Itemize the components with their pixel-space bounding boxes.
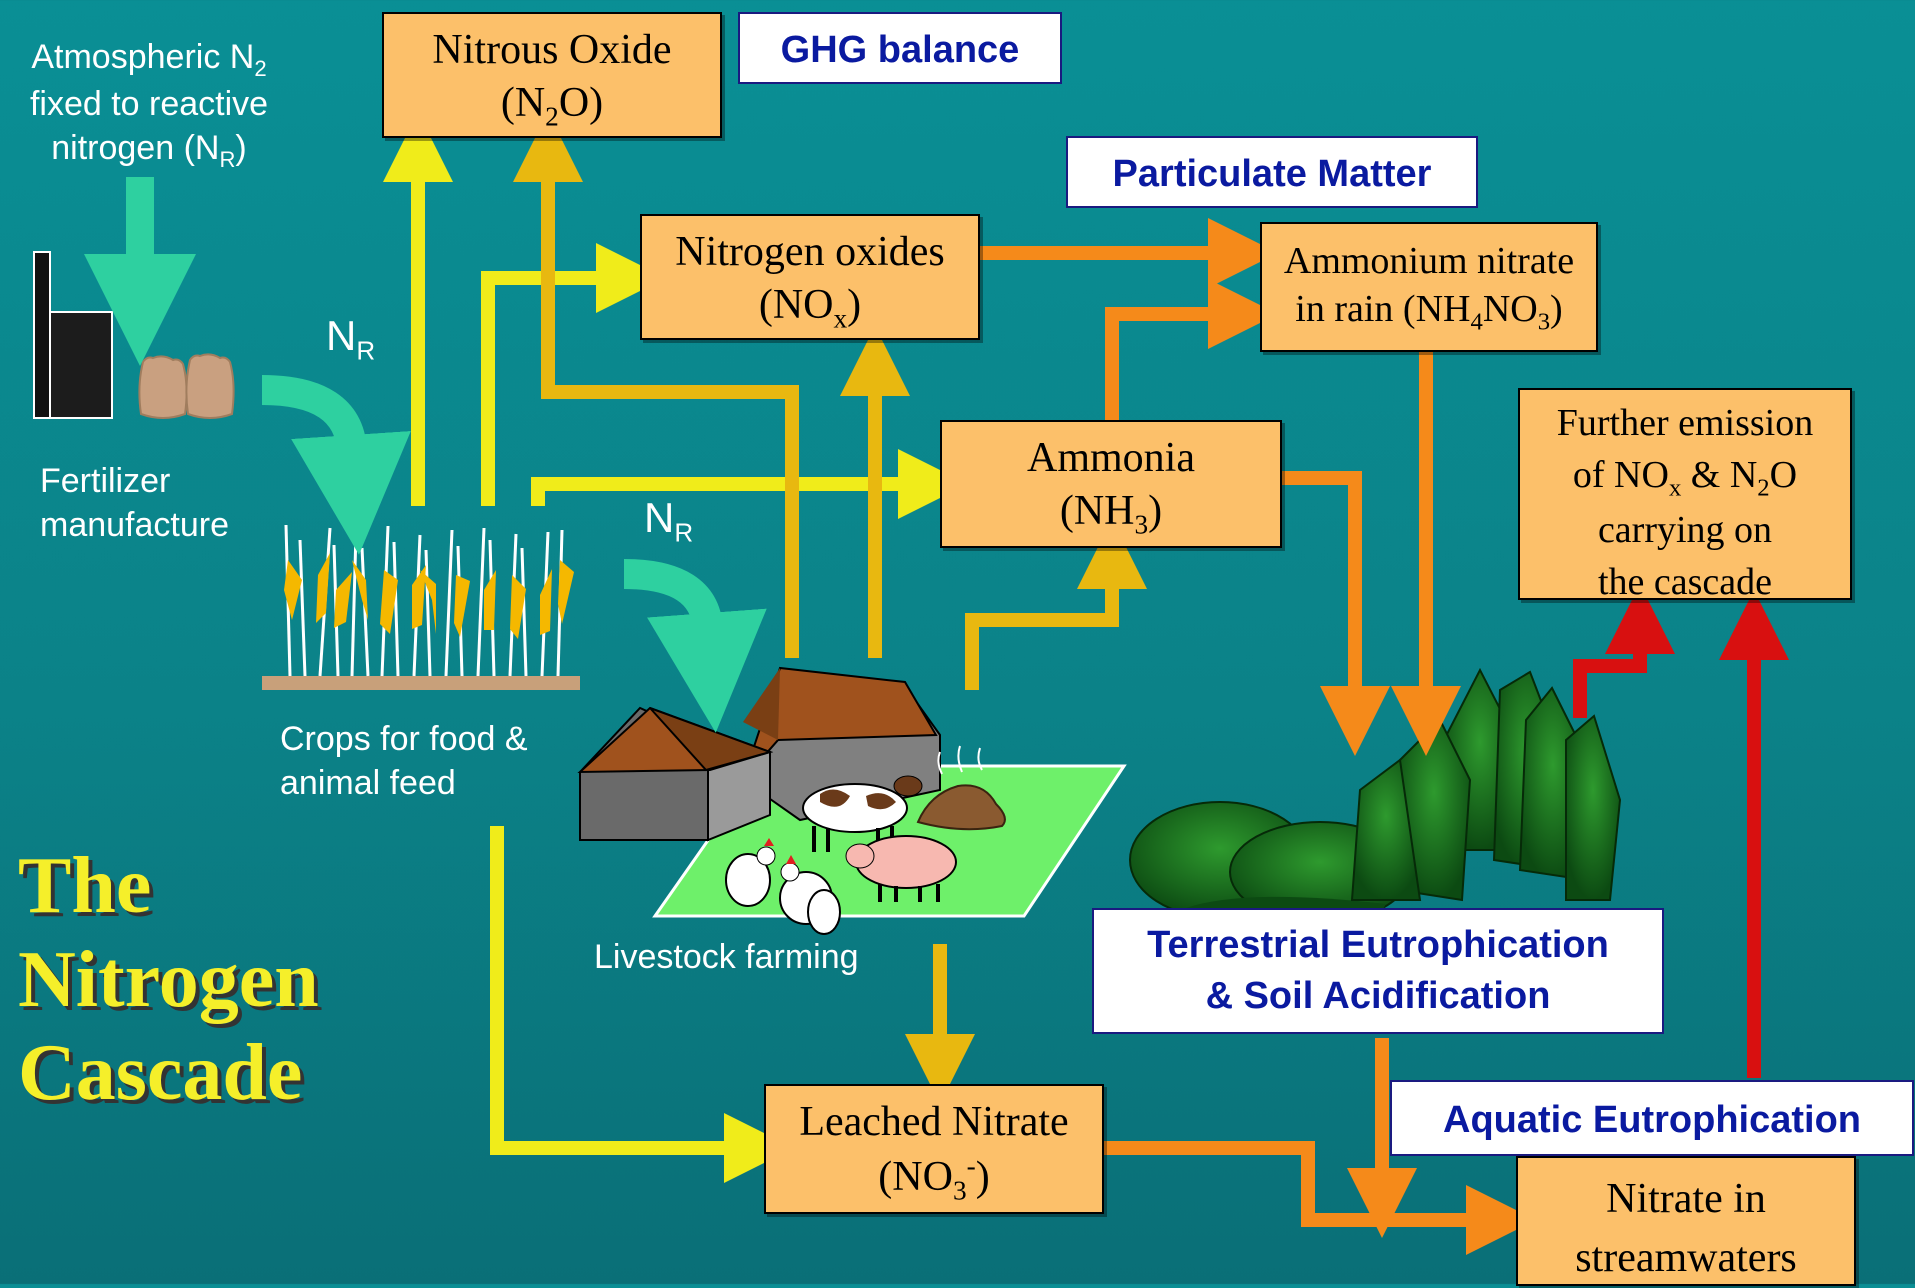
- cow-icon: [802, 775, 923, 854]
- diagram-title: The Nitrogen Cascade: [18, 842, 319, 1118]
- leached-to-streams-arrow: [1104, 1141, 1536, 1255]
- further-emission-box: Further emission of NOx & N2O carrying o…: [1518, 388, 1852, 603]
- yellow-arrows: [383, 112, 968, 1183]
- forest-icon: [1129, 667, 1622, 927]
- ammonia-box: Ammonia (NH3): [940, 420, 1282, 548]
- crops-icon: [262, 524, 580, 690]
- red-arrows: [1573, 584, 1789, 1078]
- livestock-to-n2o-arrow: [513, 112, 799, 658]
- nr-arrow-to-livestock: [623, 559, 767, 733]
- pig-icon: [845, 835, 957, 902]
- factory-icon: [33, 251, 113, 419]
- ghg-balance-box: GHG balance: [738, 12, 1062, 84]
- aquatic-eutrophication-box: Aquatic Eutrophication: [1390, 1080, 1914, 1156]
- leached-nitrate-box: Leached Nitrate (NO3-): [764, 1084, 1104, 1214]
- crops-label: Crops for food & animal feed: [280, 720, 528, 802]
- nitrous-oxide-box: Nitrous Oxide (N2O): [382, 12, 722, 138]
- nr-label-crops: NR: [326, 312, 376, 366]
- ammonium-nitrate-box: Ammonium nitrate in rain (NH4NO3): [1260, 222, 1598, 352]
- crops-to-nox-arrow: [481, 243, 666, 506]
- nr-arrow-to-crops: [261, 375, 411, 555]
- ammonia-to-ammonium-arrow: [1105, 279, 1278, 420]
- livestock-to-ammonia-arrow: [965, 519, 1147, 690]
- manure-icon: [916, 745, 1006, 831]
- orange-arrows: [980, 218, 1536, 1255]
- nitrogen-oxides-box: Nitrogen oxides (NOx): [640, 214, 980, 340]
- terrestrial-eutrophication-box: Terrestrial Eutrophication & Soil Acidif…: [1092, 908, 1664, 1034]
- barn-icon: [577, 666, 941, 842]
- fertilizer-sacks-icon: [138, 353, 235, 419]
- green-arrows: [84, 177, 767, 733]
- livestock-label: Livestock farming: [594, 938, 859, 976]
- fertilizer-label: Fertilizer manufacture: [40, 462, 229, 544]
- chickens-icon: [725, 838, 841, 935]
- particulate-matter-box: Particulate Matter: [1066, 136, 1478, 208]
- ammonia-to-forest-arrow: [1282, 471, 1390, 756]
- atmospheric-label: Atmospheric N2 fixed to reactive nitroge…: [29, 38, 269, 172]
- crops-to-leached-arrow: [490, 826, 794, 1183]
- nr-label-livestock: NR: [644, 494, 694, 548]
- crops-to-ammonia-arrow: [531, 449, 968, 519]
- nitrate-streamwaters-box: Nitrate in streamwaters: [1516, 1156, 1856, 1286]
- gold-arrows: [513, 112, 1147, 1104]
- forest-to-further-emission-arrow: [1573, 584, 1675, 718]
